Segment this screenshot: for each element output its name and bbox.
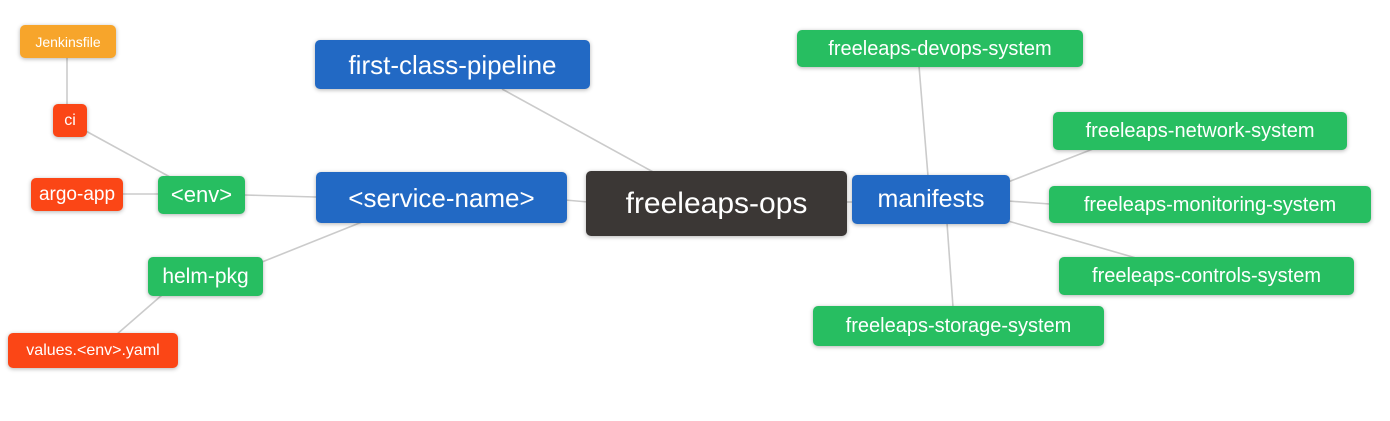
mindmap-node-freeleaps-monitoring-system[interactable]: freeleaps-monitoring-system [1049,186,1371,223]
mindmap-node-first-class-pipeline[interactable]: first-class-pipeline [315,40,590,89]
mindmap-node-ci[interactable]: ci [53,104,87,137]
mindmap-node-helm-pkg[interactable]: helm-pkg [148,257,263,296]
mindmap-node-freeleaps-network-system[interactable]: freeleaps-network-system [1053,112,1347,150]
mindmap-node-freeleaps-devops-system[interactable]: freeleaps-devops-system [797,30,1083,67]
mindmap-node-manifests[interactable]: manifests [852,175,1010,224]
mindmap-node-values-env-yaml[interactable]: values.<env>.yaml [8,333,178,368]
edge-manifests--freeleaps-controls-system [1007,220,1137,259]
mindmap-node-service-name[interactable]: <service-name> [316,172,567,223]
edge-manifests--freeleaps-storage-system [946,222,954,308]
mindmap-node-env[interactable]: <env> [158,176,245,214]
edge-env--service-name [244,194,317,198]
edge-ci--env [83,129,171,178]
mindmap-node-freeleaps-storage-system[interactable]: freeleaps-storage-system [813,306,1104,346]
edge-manifests--freeleaps-network-system [1007,148,1094,183]
edge-manifests--freeleaps-devops-system [918,65,929,177]
edge-manifests--freeleaps-monitoring-system [1007,200,1051,205]
mindmap-node-freeleaps-ops[interactable]: freeleaps-ops [586,171,847,236]
edge-helm-pkg--values-env-yaml [115,294,163,336]
mindmap-node-argo-app[interactable]: argo-app [31,178,123,211]
edge-service-name--freeleaps-ops [564,199,589,203]
mindmap-node-freeleaps-controls-system[interactable]: freeleaps-controls-system [1059,257,1354,295]
mindmap-node-jenkinsfile[interactable]: Jenkinsfile [20,25,116,58]
edge-service-name--helm-pkg [261,221,363,263]
edge-first-class-pipeline--freeleaps-ops [501,88,656,174]
